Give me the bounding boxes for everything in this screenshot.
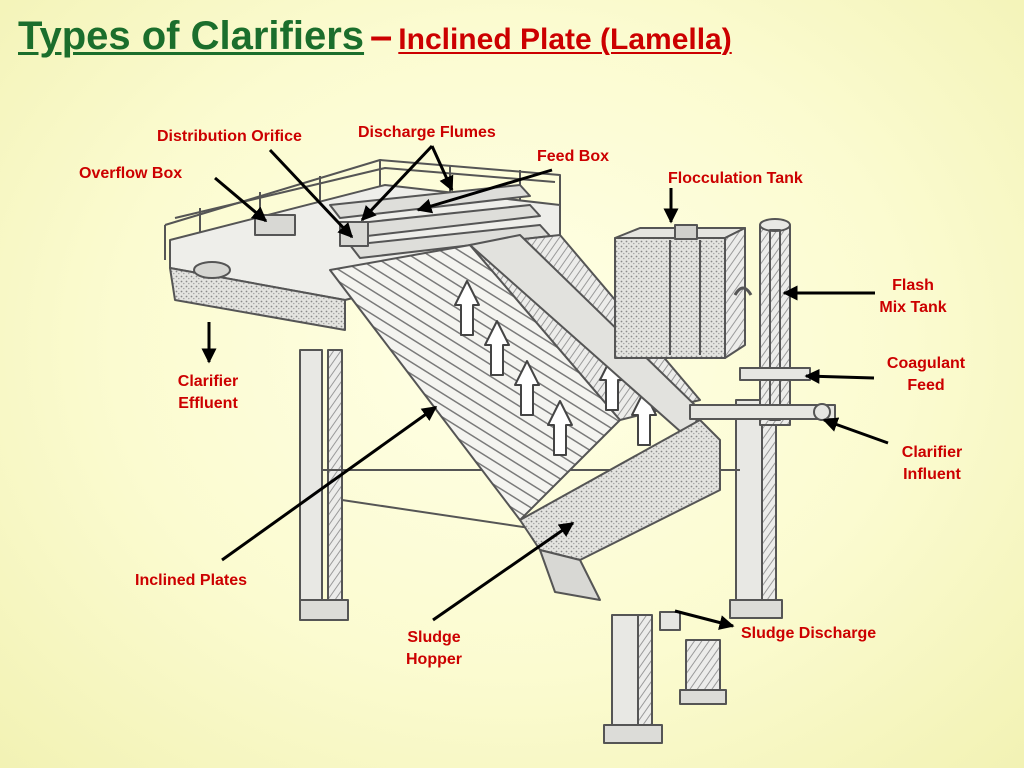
arrow-overflow-box [214, 176, 268, 223]
label-clarifier-influent-line2: Influent [903, 466, 961, 483]
title-subtitle: Inclined Plate (Lamella) [398, 23, 732, 56]
arrow-sludge-discharge [674, 609, 735, 630]
flash-mix-column [759, 224, 791, 426]
pointer-arrows [201, 144, 889, 630]
arrow-inclined-plates [221, 405, 438, 562]
title-dash: – [370, 14, 393, 58]
slide-title: Types of Clarifiers–Inclined Plate (Lame… [18, 14, 732, 59]
arrow-coagulant-feed [804, 368, 875, 384]
label-inclined-plates: Inclined Plates [135, 572, 248, 589]
label-overflow-box: Overflow Box [79, 165, 183, 182]
label-sludge-hopper: Sludge Hopper [392, 627, 476, 671]
effluent-trough [169, 267, 346, 331]
clarifier-drawing [164, 159, 836, 744]
arrow-distribution-orifice [268, 148, 354, 239]
arrow-sludge-hopper [432, 521, 575, 622]
label-clarifier-influent: Clarifier Influent [884, 442, 980, 486]
label-distribution-orifice: Distribution Orifice [157, 128, 302, 145]
distribution-orifice-box [339, 221, 369, 247]
arrow-clarifier-influent [822, 417, 889, 445]
arrow-feed-box [416, 168, 553, 214]
arrow-discharge-flume-2 [430, 145, 454, 192]
support-legs [299, 349, 783, 744]
label-feed-box: Feed Box [537, 148, 610, 165]
label-clarifier-effluent: Clarifier Effluent [158, 371, 258, 415]
label-flash-mix-tank: Flash Mix Tank [866, 275, 960, 319]
label-flash-mix-tank-line2: Mix Tank [879, 299, 947, 316]
label-clarifier-influent-line1: Clarifier [901, 444, 963, 461]
label-sludge-hopper-line1: Sludge [407, 629, 461, 646]
label-discharge-flumes: Discharge Flumes [358, 124, 496, 141]
label-sludge-hopper-line2: Hopper [406, 651, 462, 668]
label-clarifier-effluent-line1: Clarifier [177, 373, 239, 390]
piping [659, 367, 836, 631]
label-flocculation-tank: Flocculation Tank [668, 170, 803, 187]
label-coagulant-feed: Coagulant Feed [874, 353, 978, 397]
label-flash-mix-tank-line1: Flash [892, 277, 934, 294]
label-sludge-discharge: Sludge Discharge [741, 625, 877, 642]
arrow-discharge-flume-1 [360, 144, 434, 222]
title-main: Types of Clarifiers [18, 14, 365, 58]
label-coagulant-feed-line2: Feed [907, 377, 945, 394]
label-coagulant-feed-line1: Coagulant [886, 355, 966, 372]
label-clarifier-effluent-line2: Effluent [178, 395, 238, 412]
